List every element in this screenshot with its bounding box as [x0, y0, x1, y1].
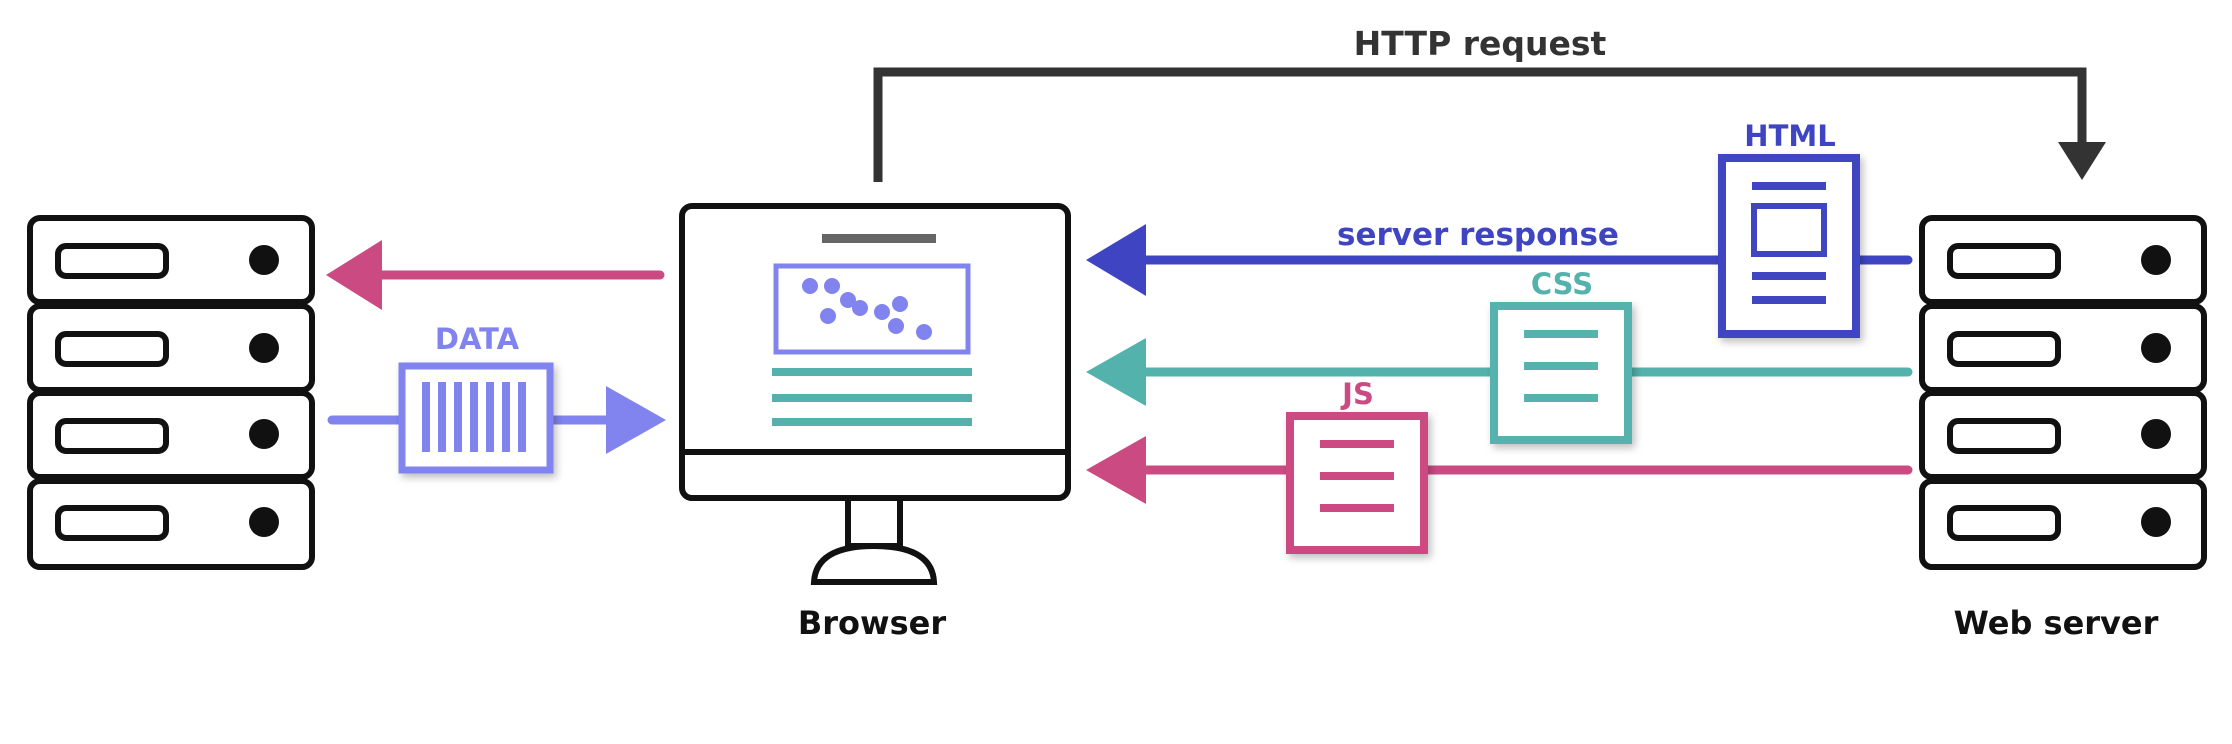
scatter-dots	[802, 278, 932, 340]
http-request-label: HTTP request	[1354, 24, 1607, 63]
server-unit	[1919, 215, 2207, 305]
server-response-label: server response	[1337, 217, 1619, 253]
browser-label: Browser	[798, 604, 946, 642]
request-to-database-arrow	[326, 240, 665, 310]
browser-monitor-icon	[679, 203, 1071, 585]
web-server-stack	[1919, 215, 2207, 570]
js-label: JS	[1340, 377, 1374, 411]
css-label: CSS	[1531, 267, 1593, 301]
web-server-label: Web server	[1954, 604, 2159, 642]
data-label: DATA	[435, 322, 520, 356]
server-unit	[27, 303, 315, 393]
server-unit	[27, 215, 315, 305]
js-response-arrow	[1086, 436, 1913, 504]
server-unit	[1919, 478, 2207, 570]
http-request-arrow	[873, 67, 2106, 182]
css-document-icon	[1490, 302, 1632, 444]
server-unit	[1919, 303, 2207, 393]
server-unit	[1919, 390, 2207, 480]
server-unit	[27, 478, 315, 570]
server-unit	[27, 390, 315, 480]
html-document-icon	[1718, 154, 1860, 338]
js-document-icon	[1286, 412, 1428, 554]
html-label: HTML	[1744, 119, 1835, 153]
data-package-icon	[398, 362, 554, 474]
database-server-stack	[27, 215, 315, 570]
